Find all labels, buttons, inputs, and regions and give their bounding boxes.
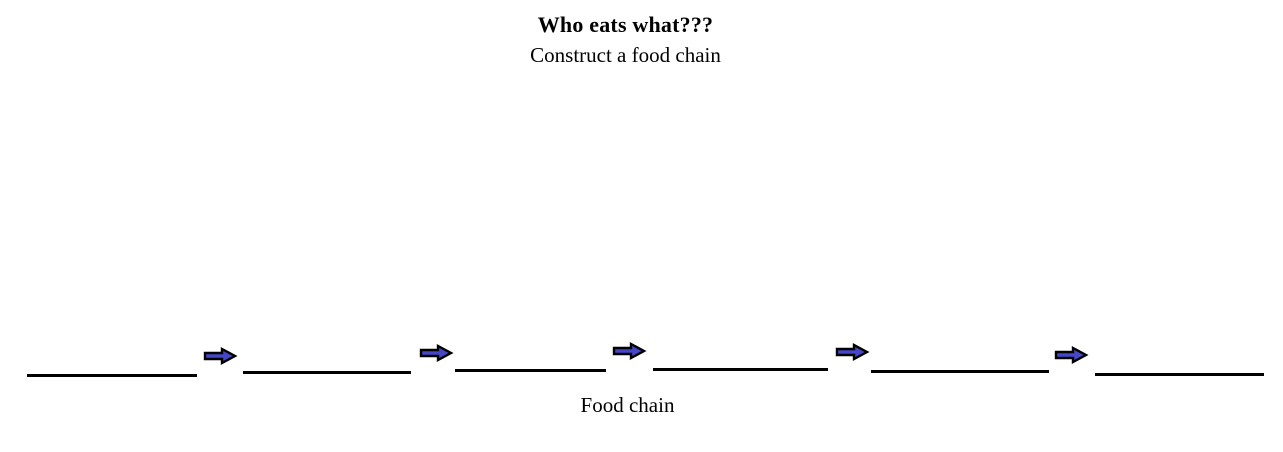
food-chain-caption: Food chain: [580, 393, 675, 417]
page-subtitle: Construct a food chain: [530, 43, 721, 67]
right-block-arrow-icon: [612, 341, 647, 361]
food-chain-blank-3[interactable]: [455, 369, 606, 372]
right-block-arrow-icon: [203, 346, 238, 366]
page-title: Who eats what???: [537, 12, 714, 37]
food-chain-blank-6[interactable]: [1095, 373, 1264, 376]
right-block-arrow-icon: [835, 342, 870, 362]
heading-block: Who eats what??? Construct a food chain: [0, 12, 1251, 68]
food-chain-blank-2[interactable]: [243, 371, 411, 374]
food-chain-blank-1[interactable]: [27, 374, 197, 377]
right-block-arrow-icon: [419, 343, 454, 363]
food-chain-blank-5[interactable]: [871, 370, 1049, 373]
food-chain-blank-4[interactable]: [653, 368, 828, 371]
right-block-arrow-icon: [1054, 345, 1089, 365]
food-chain-row: [0, 330, 1283, 390]
